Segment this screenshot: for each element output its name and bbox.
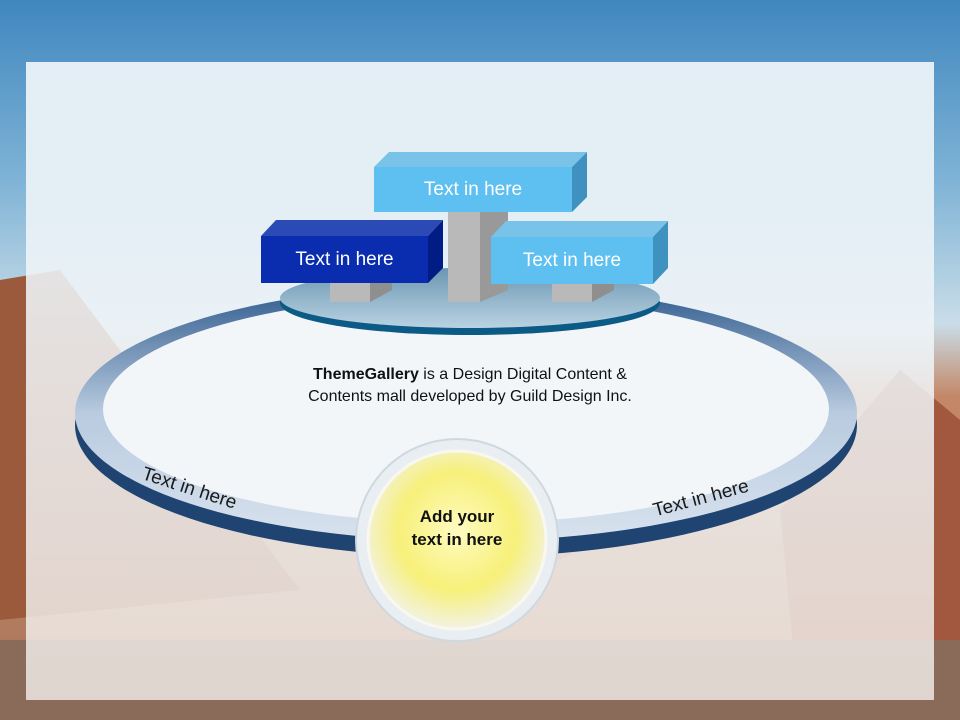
box-top[interactable]: Text in here (374, 167, 572, 212)
description-text: ThemeGallery is a Design Digital Content… (250, 364, 690, 408)
description-line2: Contents mall developed by Guild Design … (308, 388, 632, 405)
box-right-shape (491, 221, 668, 284)
center-line1: Add your (419, 507, 495, 526)
center-text[interactable]: Add your text in here (377, 505, 537, 551)
box-left[interactable]: Text in here (261, 236, 428, 283)
brand-name: ThemeGallery (313, 366, 419, 383)
ring (75, 285, 857, 557)
description-line1: is a Design Digital Content & (418, 366, 627, 383)
box-top-shape (374, 152, 587, 212)
box-right-label: Text in here (522, 249, 622, 271)
center-line2: text in here (411, 530, 503, 549)
box-top-label: Text in here (423, 178, 523, 200)
box-left-shape (261, 220, 443, 283)
box-left-label: Text in here (295, 248, 394, 270)
box-right[interactable]: Text in here (491, 237, 653, 284)
center-circle (355, 438, 559, 642)
